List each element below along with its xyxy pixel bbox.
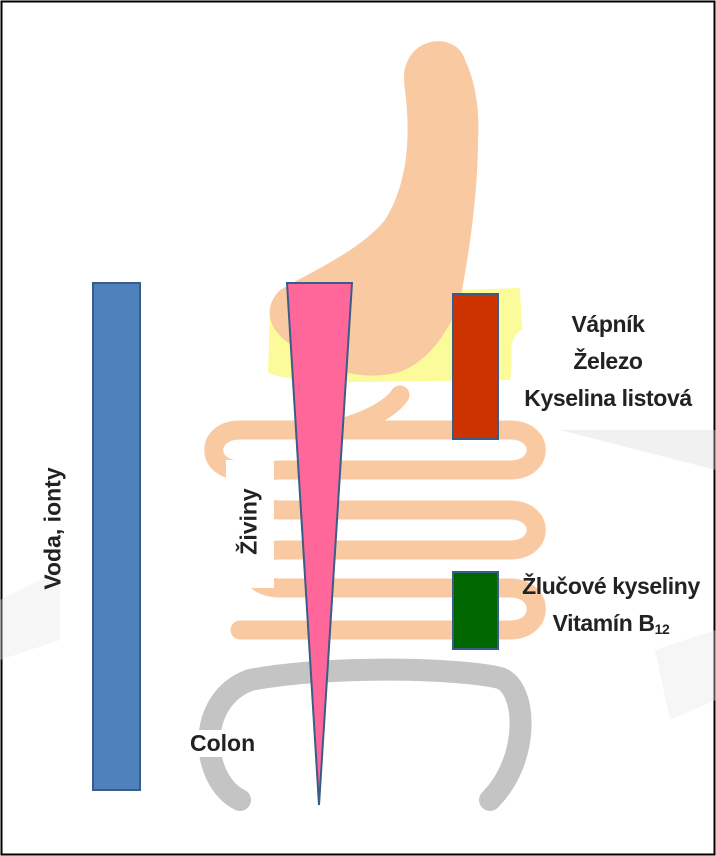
b12-label-group: Žlučové kyseliny Vitamín B12 <box>508 568 714 648</box>
calcium-label: Vápník <box>518 306 698 343</box>
water-ions-label: Voda, ionty <box>40 449 67 609</box>
minerals-label-group: Vápník Železo Kyselina listová <box>518 306 698 417</box>
iron-label: Železo <box>518 343 698 380</box>
vitamin-b12-label: Vitamín B12 <box>508 605 714 648</box>
bile-acids-label: Žlučové kyseliny <box>508 568 714 605</box>
b12-bile-box <box>453 572 498 649</box>
calcium-iron-box <box>453 294 498 439</box>
folic-acid-label: Kyselina listová <box>518 380 698 417</box>
water-ions-bar <box>93 283 140 790</box>
nutrients-label: Živiny <box>236 477 263 567</box>
colon-label: Colon <box>186 730 259 757</box>
